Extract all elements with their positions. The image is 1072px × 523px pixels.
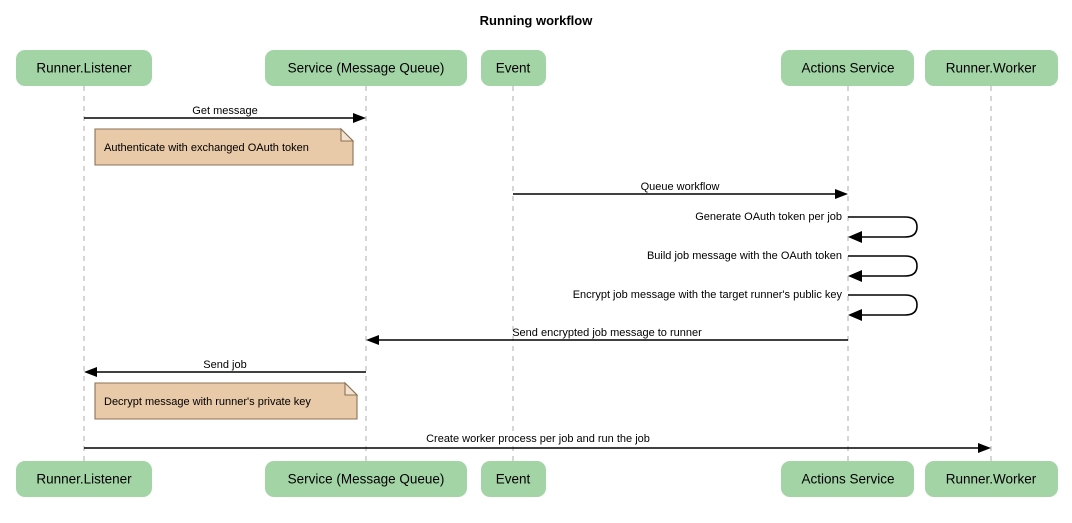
participant-box[interactable] (16, 50, 152, 86)
participant-label: Runner.Worker (946, 472, 1037, 487)
message-send-encrypted-job-message[interactable]: Send encrypted job message to runner (366, 327, 848, 345)
participants-footer: Runner.Listener Service (Message Queue) … (16, 461, 1058, 497)
message-build-job-message[interactable]: Build job message with the OAuth token (647, 250, 918, 282)
message-create-worker-process[interactable]: Create worker process per job and run th… (84, 433, 991, 453)
diagram-title: Running workflow (480, 13, 594, 28)
message-label: Generate OAuth token per job (695, 211, 842, 223)
participant-box[interactable] (265, 50, 467, 86)
participant-label: Runner.Listener (36, 472, 132, 487)
self-message-loop[interactable] (848, 255, 918, 277)
message-generate-oauth-token[interactable]: Generate OAuth token per job (695, 211, 918, 243)
arrow-head-left-icon (848, 270, 862, 282)
message-label: Build job message with the OAuth token (647, 250, 842, 262)
participant-label: Service (Message Queue) (288, 472, 445, 487)
message-label: Encrypt job message with the target runn… (573, 289, 843, 301)
message-label: Create worker process per job and run th… (426, 433, 650, 445)
note-body (94, 128, 354, 166)
participant-box[interactable] (481, 50, 546, 86)
participant-label: Runner.Worker (946, 61, 1037, 76)
message-encrypt-job-message[interactable]: Encrypt job message with the target runn… (573, 289, 918, 321)
participant-box[interactable] (925, 461, 1058, 497)
participant-label: Service (Message Queue) (288, 61, 445, 76)
participant-runner-listener-top[interactable]: Runner.Listener (16, 50, 152, 86)
participant-label: Event (496, 472, 531, 487)
participant-actions-service-top[interactable]: Actions Service (781, 50, 914, 86)
participant-box[interactable] (781, 461, 914, 497)
note-authenticate-note: Authenticate with exchanged OAuth token (94, 127, 355, 166)
participant-box[interactable] (925, 50, 1058, 86)
message-queue-workflow[interactable]: Queue workflow (513, 181, 848, 199)
note-text: Authenticate with exchanged OAuth token (104, 142, 309, 154)
arrow-head-left-icon (366, 335, 379, 345)
note-fold-corner-icon (340, 127, 355, 142)
message-label: Get message (192, 105, 257, 117)
message-label: Send job (203, 359, 246, 371)
participant-label: Actions Service (801, 61, 894, 76)
note-decrypt-note: Decrypt message with runner's private ke… (94, 381, 359, 420)
participant-runner-listener-bottom[interactable]: Runner.Listener (16, 461, 152, 497)
participant-service-message-queue-top[interactable]: Service (Message Queue) (265, 50, 467, 86)
message-get-message[interactable]: Get message (84, 105, 366, 123)
participant-label: Event (496, 61, 531, 76)
participant-box[interactable] (16, 461, 152, 497)
message-label: Send encrypted job message to runner (512, 327, 702, 339)
participant-event-top[interactable]: Event (481, 50, 546, 86)
arrow-head-right-icon (353, 113, 366, 123)
participant-label: Actions Service (801, 472, 894, 487)
note-text: Decrypt message with runner's private ke… (104, 396, 311, 408)
self-message-loop[interactable] (848, 216, 918, 238)
arrow-head-right-icon (978, 443, 991, 453)
lifelines-group (83, 86, 992, 461)
arrow-head-left-icon (84, 367, 97, 377)
arrow-head-left-icon (848, 231, 862, 243)
message-send-job[interactable]: Send job (84, 359, 366, 377)
arrow-head-left-icon (848, 309, 862, 321)
participants-header: Runner.Listener Service (Message Queue) … (16, 50, 1058, 86)
message-label: Queue workflow (641, 181, 720, 193)
participant-box[interactable] (265, 461, 467, 497)
participant-runner-worker-top[interactable]: Runner.Worker (925, 50, 1058, 86)
participant-actions-service-bottom[interactable]: Actions Service (781, 461, 914, 497)
note-fold-corner-icon (344, 381, 359, 396)
self-message-loop[interactable] (848, 294, 918, 316)
note-body (94, 382, 358, 420)
participant-label: Runner.Listener (36, 61, 132, 76)
participant-event-bottom[interactable]: Event (481, 461, 546, 497)
participant-box[interactable] (781, 50, 914, 86)
participant-box[interactable] (481, 461, 546, 497)
participant-runner-worker-bottom[interactable]: Runner.Worker (925, 461, 1058, 497)
participant-service-message-queue-bottom[interactable]: Service (Message Queue) (265, 461, 467, 497)
arrow-head-right-icon (835, 189, 848, 199)
